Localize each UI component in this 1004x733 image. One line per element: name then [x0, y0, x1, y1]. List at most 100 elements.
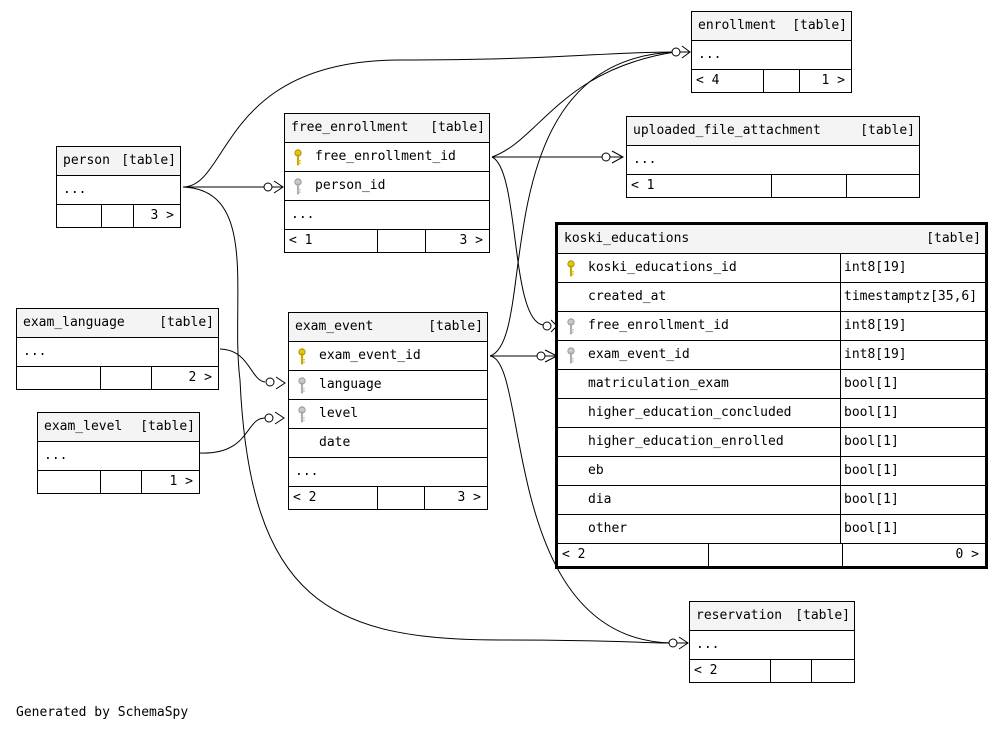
column-type: bool[1]	[844, 521, 899, 536]
table-exam-level[interactable]: exam_level [table] ... 1 >	[37, 412, 200, 494]
column-name: date	[319, 435, 351, 450]
column-name: koski_educations_id	[588, 260, 737, 275]
parents-count[interactable]: < 4	[696, 73, 720, 88]
table-header[interactable]: koski_educations [table]	[558, 225, 985, 254]
column-name: higher_education_concluded	[588, 405, 792, 420]
column-type: int8[19]	[844, 347, 907, 362]
table-name[interactable]: koski_educations	[564, 231, 690, 246]
children-count[interactable]: 2 >	[188, 370, 212, 385]
table-kind: [table]	[140, 419, 195, 434]
foreign-key-icon	[298, 406, 306, 423]
table-exam-language[interactable]: exam_language [table] ... 2 >	[16, 308, 219, 390]
column-row: exam_event_id	[289, 342, 487, 371]
relation-exam-language-exam-event	[219, 348, 266, 383]
more-columns: ...	[57, 176, 180, 205]
table-kind: [table]	[430, 120, 485, 135]
table-free-enrollment[interactable]: free_enrollment [table] free_enrollment_…	[284, 113, 490, 253]
children-count[interactable]: 1 >	[821, 73, 845, 88]
table-kind: [table]	[926, 231, 981, 246]
column-name: other	[588, 521, 628, 536]
column-name: higher_education_enrolled	[588, 434, 784, 449]
more-columns: ...	[690, 631, 854, 660]
parents-count[interactable]: < 2	[562, 547, 586, 562]
column-row: koski_educations_id int8[19]	[558, 254, 985, 283]
table-header[interactable]: reservation [table]	[690, 602, 854, 631]
table-koski-educations[interactable]: koski_educations [table] koski_education…	[555, 222, 988, 569]
primary-key-icon	[294, 149, 302, 166]
primary-key-icon	[567, 260, 575, 277]
column-row: language	[289, 371, 487, 400]
table-name[interactable]: uploaded_file_attachment	[633, 123, 821, 138]
table-name[interactable]: enrollment	[698, 18, 777, 33]
table-footer: 3 >	[57, 205, 180, 227]
foreign-key-icon	[298, 377, 306, 394]
more-columns: ...	[692, 41, 851, 70]
generated-by-footer: Generated by SchemaSpy	[16, 705, 189, 720]
relation-exam-level-exam-event	[199, 417, 266, 454]
column-row: free_enrollment_id	[285, 143, 489, 172]
column-row: created_at timestamptz[35,6]	[558, 283, 985, 312]
column-type: int8[19]	[844, 260, 907, 275]
column-row: dia bool[1]	[558, 486, 985, 515]
table-header[interactable]: exam_level [table]	[38, 413, 199, 442]
table-kind: [table]	[428, 319, 483, 334]
column-row: higher_education_concluded bool[1]	[558, 399, 985, 428]
column-type: bool[1]	[844, 463, 899, 478]
column-row: date	[289, 429, 487, 458]
parents-count[interactable]: < 2	[293, 490, 317, 505]
foreign-key-icon	[567, 347, 575, 364]
table-reservation[interactable]: reservation [table] ... < 2	[689, 601, 855, 683]
column-name: language	[319, 377, 382, 392]
table-footer: < 2	[690, 660, 854, 682]
table-name[interactable]: exam_language	[23, 315, 125, 330]
table-kind: [table]	[121, 153, 176, 168]
table-name[interactable]: reservation	[696, 608, 783, 623]
column-name: free_enrollment_id	[588, 318, 729, 333]
table-kind: [table]	[860, 123, 915, 138]
table-kind: [table]	[795, 608, 850, 623]
table-person[interactable]: person [table] ... 3 >	[56, 146, 181, 228]
children-count[interactable]: 3 >	[150, 208, 174, 223]
table-uploaded-file-attachment[interactable]: uploaded_file_attachment [table] ... < 1	[626, 116, 920, 198]
parents-count[interactable]: < 2	[694, 663, 718, 678]
column-type: timestamptz[35,6]	[844, 289, 978, 304]
children-count[interactable]: 3 >	[457, 490, 481, 505]
table-footer: 2 >	[17, 367, 218, 389]
more-columns: ...	[627, 146, 919, 175]
more-columns: ...	[17, 338, 218, 367]
table-header[interactable]: free_enrollment [table]	[285, 114, 489, 143]
table-header[interactable]: exam_language [table]	[17, 309, 218, 338]
children-count[interactable]: 3 >	[459, 233, 483, 248]
children-count[interactable]: 0 >	[955, 547, 979, 562]
foreign-key-icon	[294, 178, 302, 195]
parents-count[interactable]: < 1	[289, 233, 313, 248]
column-name: free_enrollment_id	[315, 149, 456, 164]
column-row: higher_education_enrolled bool[1]	[558, 428, 985, 457]
column-name: created_at	[588, 289, 667, 304]
table-footer: < 4 1 >	[692, 70, 851, 92]
column-type: bool[1]	[844, 434, 899, 449]
relation-free-enrollment-koski	[491, 156, 544, 326]
foreign-key-icon	[567, 318, 575, 335]
table-footer: < 1	[627, 175, 919, 197]
table-name[interactable]: exam_event	[295, 319, 374, 334]
table-name[interactable]: person	[63, 153, 110, 168]
table-exam-event[interactable]: exam_event [table] exam_event_id languag…	[288, 312, 488, 510]
table-header[interactable]: person [table]	[57, 147, 180, 176]
table-header[interactable]: exam_event [table]	[289, 313, 487, 342]
table-header[interactable]: enrollment [table]	[692, 12, 851, 41]
children-count[interactable]: 1 >	[169, 474, 193, 489]
column-type: bool[1]	[844, 405, 899, 420]
table-enrollment[interactable]: enrollment [table] ... < 4 1 >	[691, 11, 852, 93]
parents-count[interactable]: < 1	[631, 178, 655, 193]
column-type: bool[1]	[844, 492, 899, 507]
table-header[interactable]: uploaded_file_attachment [table]	[627, 117, 919, 146]
column-type: bool[1]	[844, 376, 899, 391]
table-name[interactable]: free_enrollment	[291, 120, 409, 135]
more-columns: ...	[289, 458, 487, 487]
table-name[interactable]: exam_level	[44, 419, 123, 434]
column-name: dia	[588, 492, 612, 507]
